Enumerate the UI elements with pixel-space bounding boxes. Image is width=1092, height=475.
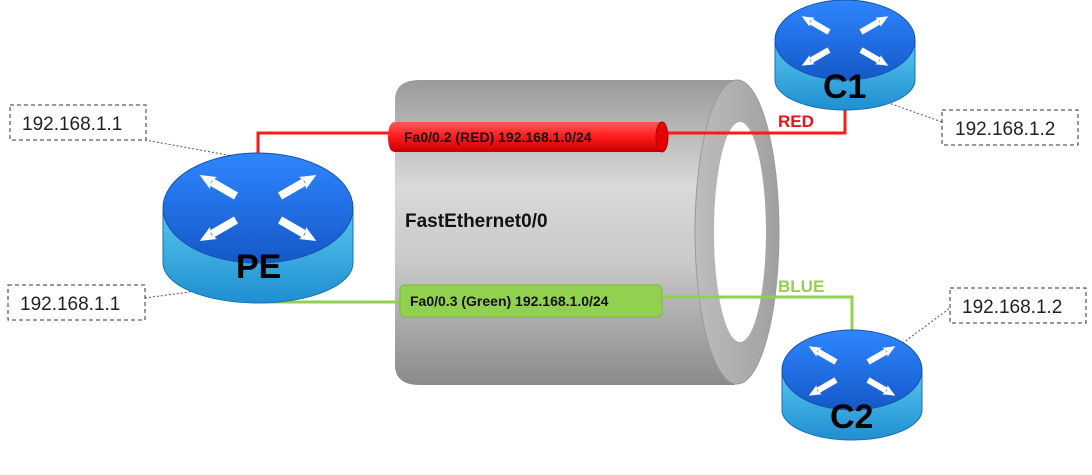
- green-subinterface-pipe: [399, 284, 663, 318]
- green-line-c2-side: [662, 295, 854, 340]
- ip-text-c1: 192.168.1.2: [955, 119, 1055, 140]
- ip-label-pe-top: 192.168.1.1: [9, 104, 147, 141]
- leader-c2: [879, 307, 951, 361]
- red-subinterface-pipe: [388, 122, 668, 152]
- router-c1-arrows-icon: [799, 11, 891, 71]
- router-c1-label: C1: [823, 68, 866, 106]
- red-pipe-end: [655, 121, 669, 153]
- ip-label-c2: 192.168.1.2: [949, 287, 1087, 324]
- router-pe: PE: [162, 152, 354, 304]
- router-pe-label: PE: [236, 248, 281, 286]
- router-pe-arrows-icon: [196, 168, 320, 248]
- ip-text-pe-bottom: 192.168.1.1: [20, 294, 120, 315]
- green-link: Fa0/0.3 (Green) 192.168.1.0/24 BLUE: [256, 277, 854, 340]
- ip-label-pe-bottom: 192.168.1.1: [7, 284, 146, 321]
- red-link: Fa0/0.2 (RED) 192.168.1.0/24 RED: [256, 102, 847, 155]
- red-line-pe-side: [256, 131, 395, 155]
- red-vlan-tag: RED: [778, 112, 814, 131]
- router-c1: C1: [774, 0, 916, 111]
- blue-vlan-tag: BLUE: [778, 277, 824, 296]
- green-subinterface-label: Fa0/0.3 (Green) 192.168.1.0/24: [410, 293, 609, 309]
- router-c2-label: C2: [830, 398, 873, 436]
- router-pe-top: [162, 152, 354, 264]
- ip-label-c1: 192.168.1.2: [941, 109, 1079, 146]
- red-line-c1-side: [668, 102, 847, 135]
- red-subinterface-label: Fa0/0.2 (RED) 192.168.1.0/24: [404, 129, 592, 145]
- trunk-label: FastEthernet0/0: [405, 211, 548, 232]
- router-c2: C2: [781, 329, 923, 441]
- tube-end-hole: [714, 122, 766, 342]
- ip-text-c2: 192.168.1.2: [962, 297, 1062, 318]
- router-c2-arrows-icon: [806, 341, 898, 401]
- ip-text-pe-top: 192.168.1.1: [22, 114, 122, 135]
